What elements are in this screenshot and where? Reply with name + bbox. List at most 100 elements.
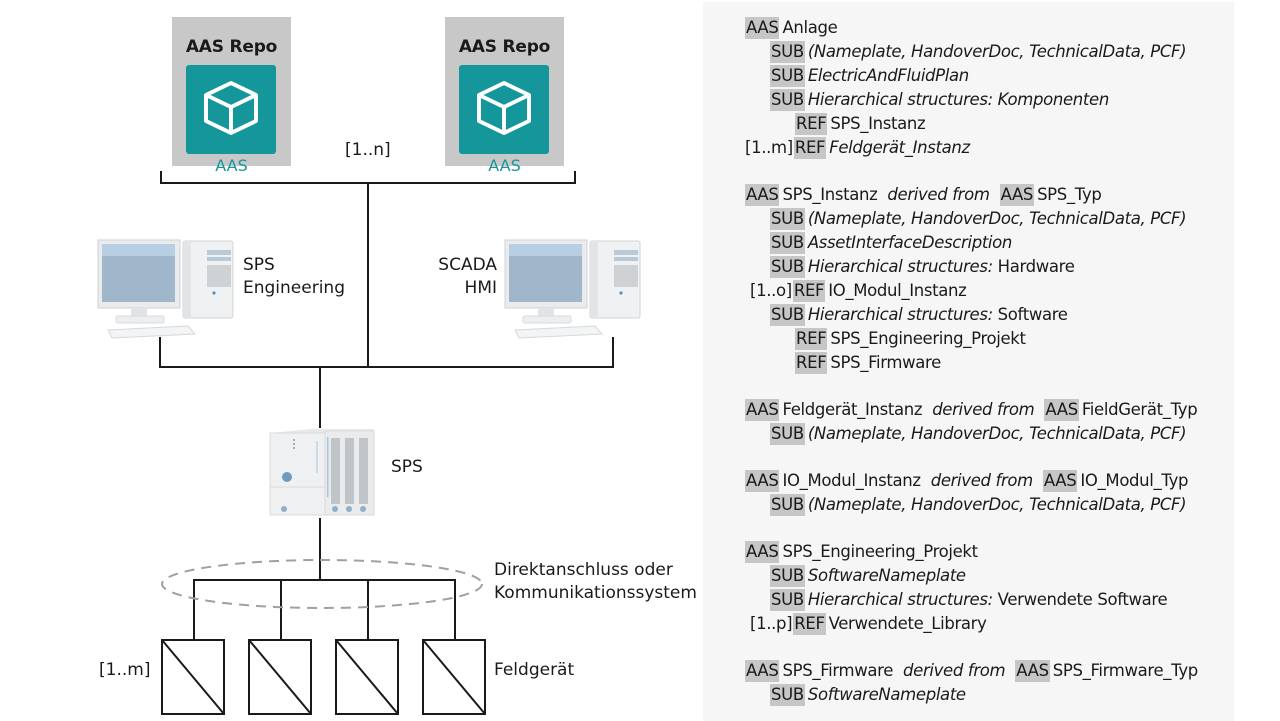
label-line: Direktanschluss oder: [494, 560, 673, 580]
keyword-aas: AAS: [745, 541, 780, 563]
aas-repository: AAS Repo AAS: [445, 17, 564, 175]
keyword-sub: SUB: [770, 304, 805, 326]
field-device-icon: [248, 639, 312, 715]
italic-text: Hierarchical structures:: [807, 590, 998, 609]
keyword-aas: AAS: [745, 184, 780, 206]
italic-text: (Nameplate, HandoverDoc, TechnicalData, …: [807, 424, 1187, 443]
field-device-label: Feldgerät: [494, 660, 575, 680]
field-device-multiplicity-label: [1..m]: [99, 660, 151, 680]
repo-title: AAS Repo: [458, 37, 551, 57]
italic-text: SoftwareNameplate: [807, 566, 966, 585]
identifier: SPS_Instanz: [782, 185, 878, 204]
italic-text: derived from: [887, 185, 990, 204]
communication-system-ellipse: [161, 559, 483, 609]
italic-text: derived from: [903, 661, 1006, 680]
desktop-computer-icon: [504, 239, 641, 339]
keyword-aas: AAS: [745, 399, 780, 421]
identifier: IO_Modul_Instanz: [828, 281, 967, 300]
keyword-sub: SUB: [770, 208, 805, 230]
aas-label: AAS: [215, 156, 248, 175]
label-line: Kommunikationssystem: [494, 583, 697, 603]
identifier: IO_Modul_Typ: [1080, 471, 1189, 490]
structure-line: SUB(Nameplate, HandoverDoc, TechnicalDat…: [770, 41, 1187, 63]
identifier: Hardware: [997, 257, 1075, 276]
keyword-sub: SUB: [770, 256, 805, 278]
italic-text: ElectricAndFluidPlan: [807, 66, 969, 85]
workstation-bus-line: [159, 337, 614, 368]
field-device-icon: [422, 639, 486, 715]
keyword-sub: SUB: [770, 41, 805, 63]
multiplicity: [1..p]: [750, 614, 793, 633]
repo-multiplicity-label: [1..n]: [345, 140, 391, 160]
network-diagram: AAS Repo AAS AAS Repo AAS: [97, 17, 697, 715]
italic-text: derived from: [930, 471, 1034, 490]
aas-repository: AAS Repo AAS: [172, 17, 291, 175]
italic-text: Hierarchical structures:: [807, 257, 998, 276]
desktop-computer-icon: [97, 239, 234, 339]
identifier: SPS_Firmware: [830, 353, 941, 372]
keyword-sub: SUB: [770, 89, 805, 111]
keyword-ref: REF: [792, 280, 826, 302]
multiplicity: [1..m]: [745, 138, 793, 157]
aas-tile: [459, 65, 549, 154]
plc-controller-icon: [269, 429, 375, 516]
keyword-sub: SUB: [770, 494, 805, 516]
repo-title: AAS Repo: [185, 37, 278, 57]
keyword-sub: SUB: [770, 65, 805, 87]
keyword-aas: AAS: [1044, 399, 1079, 421]
sps-engineering-label: SPS Engineering: [243, 254, 345, 300]
keyword-aas: AAS: [999, 184, 1035, 206]
italic-text: (Nameplate, HandoverDoc, TechnicalData, …: [807, 209, 1187, 228]
identifier: FieldGerät_Typ: [1081, 400, 1198, 419]
italic-text: derived from: [932, 400, 1035, 419]
identifier: Verwendete_Library: [828, 614, 987, 633]
identifier: SPS_Firmware_Typ: [1052, 661, 1199, 680]
connection-lines: [159, 171, 614, 715]
identifier: SPS_Instanz: [830, 114, 926, 133]
field-device-icon: [161, 639, 225, 715]
italic-text: AssetInterfaceDescription: [807, 233, 1013, 252]
scada-hmi-label: SCADA HMI: [420, 254, 497, 300]
identifier: SPS_Engineering_Projekt: [830, 329, 1026, 348]
keyword-ref: REF: [795, 352, 828, 374]
keyword-aas: AAS: [1042, 470, 1078, 492]
keyword-sub: SUB: [770, 589, 805, 611]
field-bus-line: [193, 579, 456, 640]
structure-line: SUB(Nameplate, HandoverDoc, TechnicalDat…: [770, 423, 1187, 445]
cube-icon: [477, 81, 531, 135]
keyword-ref: REF: [795, 113, 828, 135]
label-line: SCADA: [438, 255, 497, 275]
label-line: Engineering: [243, 278, 345, 298]
aas-label: AAS: [488, 156, 521, 175]
keyword-aas: AAS: [745, 660, 780, 682]
italic-text: Feldgerät_Instanz: [829, 138, 970, 157]
italic-text: (Nameplate, HandoverDoc, TechnicalData, …: [807, 495, 1187, 514]
keyword-ref: REF: [793, 613, 826, 635]
aas-tile: [186, 65, 276, 154]
keyword-ref: REF: [795, 328, 828, 350]
identifier: IO_Modul_Instanz: [782, 471, 921, 490]
identifier: Verwendete Software: [997, 590, 1168, 609]
keyword-sub: SUB: [770, 232, 805, 254]
keyword-aas: AAS: [745, 17, 780, 39]
identifier: Software: [997, 305, 1068, 324]
identifier: Feldgerät_Instanz: [782, 400, 923, 419]
italic-text: (Nameplate, HandoverDoc, TechnicalData, …: [807, 42, 1187, 61]
